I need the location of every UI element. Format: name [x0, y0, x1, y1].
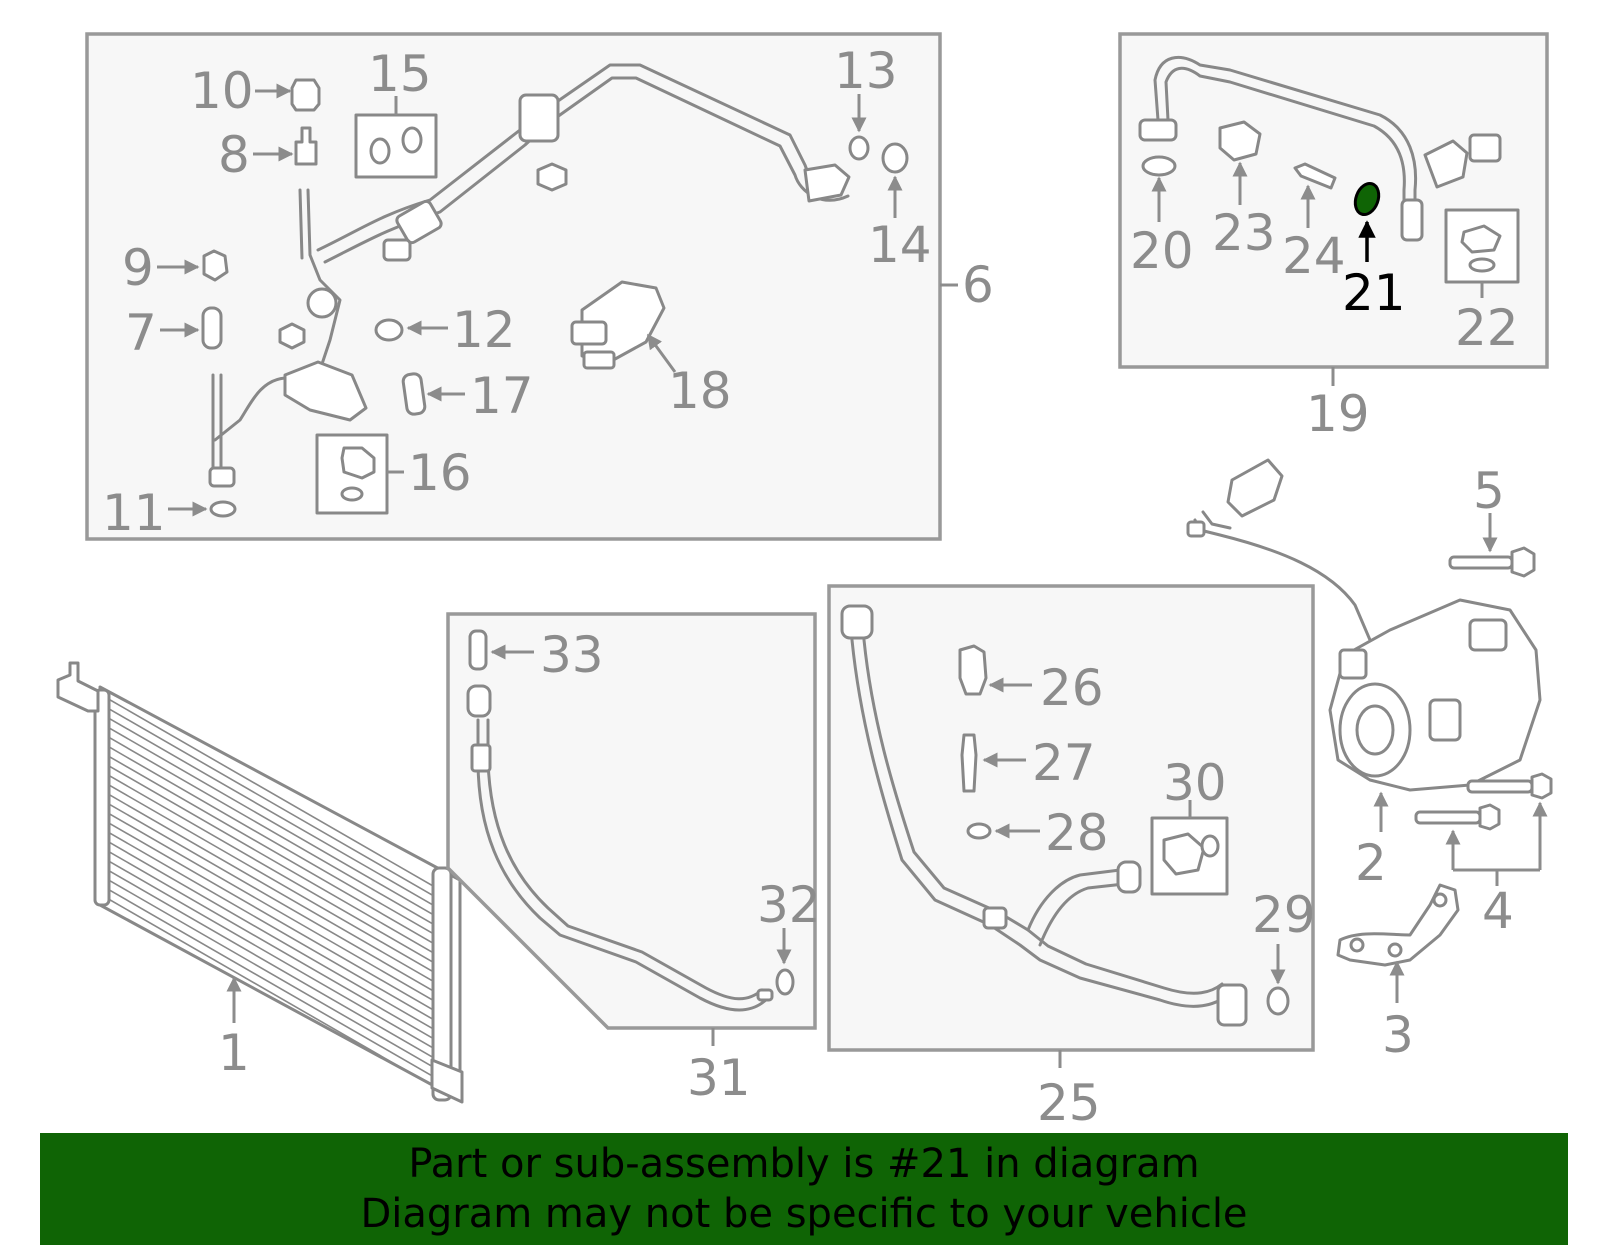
part-12-o-ring: [374, 318, 404, 342]
callout-25[interactable]: 25: [1037, 1074, 1101, 1132]
callout-8[interactable]: 8: [218, 126, 250, 184]
condenser-fin: [104, 791, 441, 986]
callout-28[interactable]: 28: [1045, 804, 1109, 862]
part-5-bolt: 5: [1448, 462, 1536, 578]
callout-19[interactable]: 19: [1306, 385, 1370, 443]
assembly-box-19: 19 20 23 24 21 22: [1118, 32, 1549, 443]
callout-3[interactable]: 3: [1382, 1006, 1414, 1064]
condenser-fin: [104, 715, 441, 910]
condenser-fin: [104, 848, 441, 1044]
part-13-o-ring: [848, 135, 870, 161]
part-27-sensor: [960, 733, 978, 793]
callout-24[interactable]: 24: [1282, 227, 1346, 285]
condenser-fin: [104, 820, 441, 1015]
callout-27[interactable]: 27: [1032, 734, 1096, 792]
callout-5[interactable]: 5: [1473, 462, 1505, 520]
condenser-fin: [104, 696, 441, 891]
condenser-fin: [104, 782, 441, 977]
part-32-o-ring: [775, 968, 795, 996]
condenser-fin: [104, 829, 441, 1025]
callout-18[interactable]: 18: [668, 362, 732, 420]
condenser-fin: [104, 743, 441, 939]
callout-20[interactable]: 20: [1130, 222, 1194, 280]
callout-11[interactable]: 11: [102, 484, 166, 542]
callout-9[interactable]: 9: [122, 239, 154, 297]
part-10-cap: [290, 78, 321, 112]
callout-31[interactable]: 31: [687, 1049, 751, 1107]
callout-32[interactable]: 32: [757, 876, 821, 934]
info-banner: Part or sub-assembly is #21 in diagram D…: [40, 1133, 1568, 1245]
callout-13[interactable]: 13: [834, 42, 898, 100]
callout-1[interactable]: 1: [218, 1024, 250, 1082]
part-3-bracket: 3: [1336, 883, 1460, 1064]
part-2-compressor: 2: [1186, 458, 1542, 892]
callout-4[interactable]: 4: [1482, 882, 1514, 940]
condenser-fin: [104, 877, 441, 1072]
condenser-fin: [104, 839, 441, 1034]
callout-14[interactable]: 14: [868, 216, 932, 274]
callout-10[interactable]: 10: [190, 62, 254, 120]
condenser-fin: [104, 810, 441, 1005]
part-9-nut: [202, 249, 229, 282]
callout-17[interactable]: 17: [470, 367, 534, 425]
condenser-fin: [104, 896, 441, 1091]
assembly-box-25: 25 26 27 28 30 29: [827, 584, 1316, 1132]
callout-23[interactable]: 23: [1212, 204, 1276, 262]
condenser-fin: [104, 734, 441, 929]
callout-2[interactable]: 2: [1355, 834, 1387, 892]
banner-line-1: Part or sub-assembly is #21 in diagram: [408, 1141, 1200, 1187]
callout-12[interactable]: 12: [452, 301, 516, 359]
part-21-o-ring-highlighted[interactable]: [1351, 180, 1383, 218]
part-24-sensor: [1293, 162, 1337, 190]
condenser-fin: [104, 858, 441, 1053]
callout-21[interactable]: 21: [1342, 264, 1406, 322]
part-15-seal-kit: [354, 113, 438, 179]
part-26-sensor: [958, 644, 988, 696]
part-28-o-ring: [966, 822, 992, 840]
condenser-fin: [104, 801, 441, 996]
callout-29[interactable]: 29: [1252, 886, 1316, 944]
condenser-fin: [104, 705, 441, 901]
condenser-fin: [104, 724, 441, 920]
assembly-box-6: 6 10 8 15: [85, 32, 994, 542]
callout-22[interactable]: 22: [1455, 299, 1519, 357]
part-14-o-ring: [881, 142, 909, 174]
part-7-plug: [201, 306, 223, 350]
part-17-valve: [401, 372, 427, 416]
condenser-fin: [104, 867, 441, 1063]
condenser-fin: [104, 772, 441, 967]
part-4-bolts: 4: [1414, 772, 1553, 940]
callout-16[interactable]: 16: [408, 444, 472, 502]
condenser-fin: [104, 886, 441, 1082]
callout-15[interactable]: 15: [368, 45, 432, 103]
part-1-condenser: 1: [56, 661, 464, 1104]
callout-6[interactable]: 6: [962, 256, 994, 314]
part-8-valve: [294, 126, 318, 166]
part-33-plug: [468, 629, 488, 671]
condenser-fin: [104, 753, 441, 948]
part-29-o-ring: [1266, 986, 1290, 1016]
part-23-sensor: [1218, 120, 1262, 162]
part-20-o-ring: [1141, 155, 1177, 177]
assembly-box-31: 31 33 32: [446, 612, 821, 1107]
callout-30[interactable]: 30: [1163, 754, 1227, 812]
callout-7[interactable]: 7: [125, 304, 157, 362]
banner-line-2: Diagram may not be specific to your vehi…: [360, 1191, 1248, 1237]
callout-33[interactable]: 33: [540, 626, 604, 684]
callout-26[interactable]: 26: [1040, 659, 1104, 717]
condenser-fin: [104, 762, 441, 958]
part-11-o-ring: [209, 500, 237, 518]
